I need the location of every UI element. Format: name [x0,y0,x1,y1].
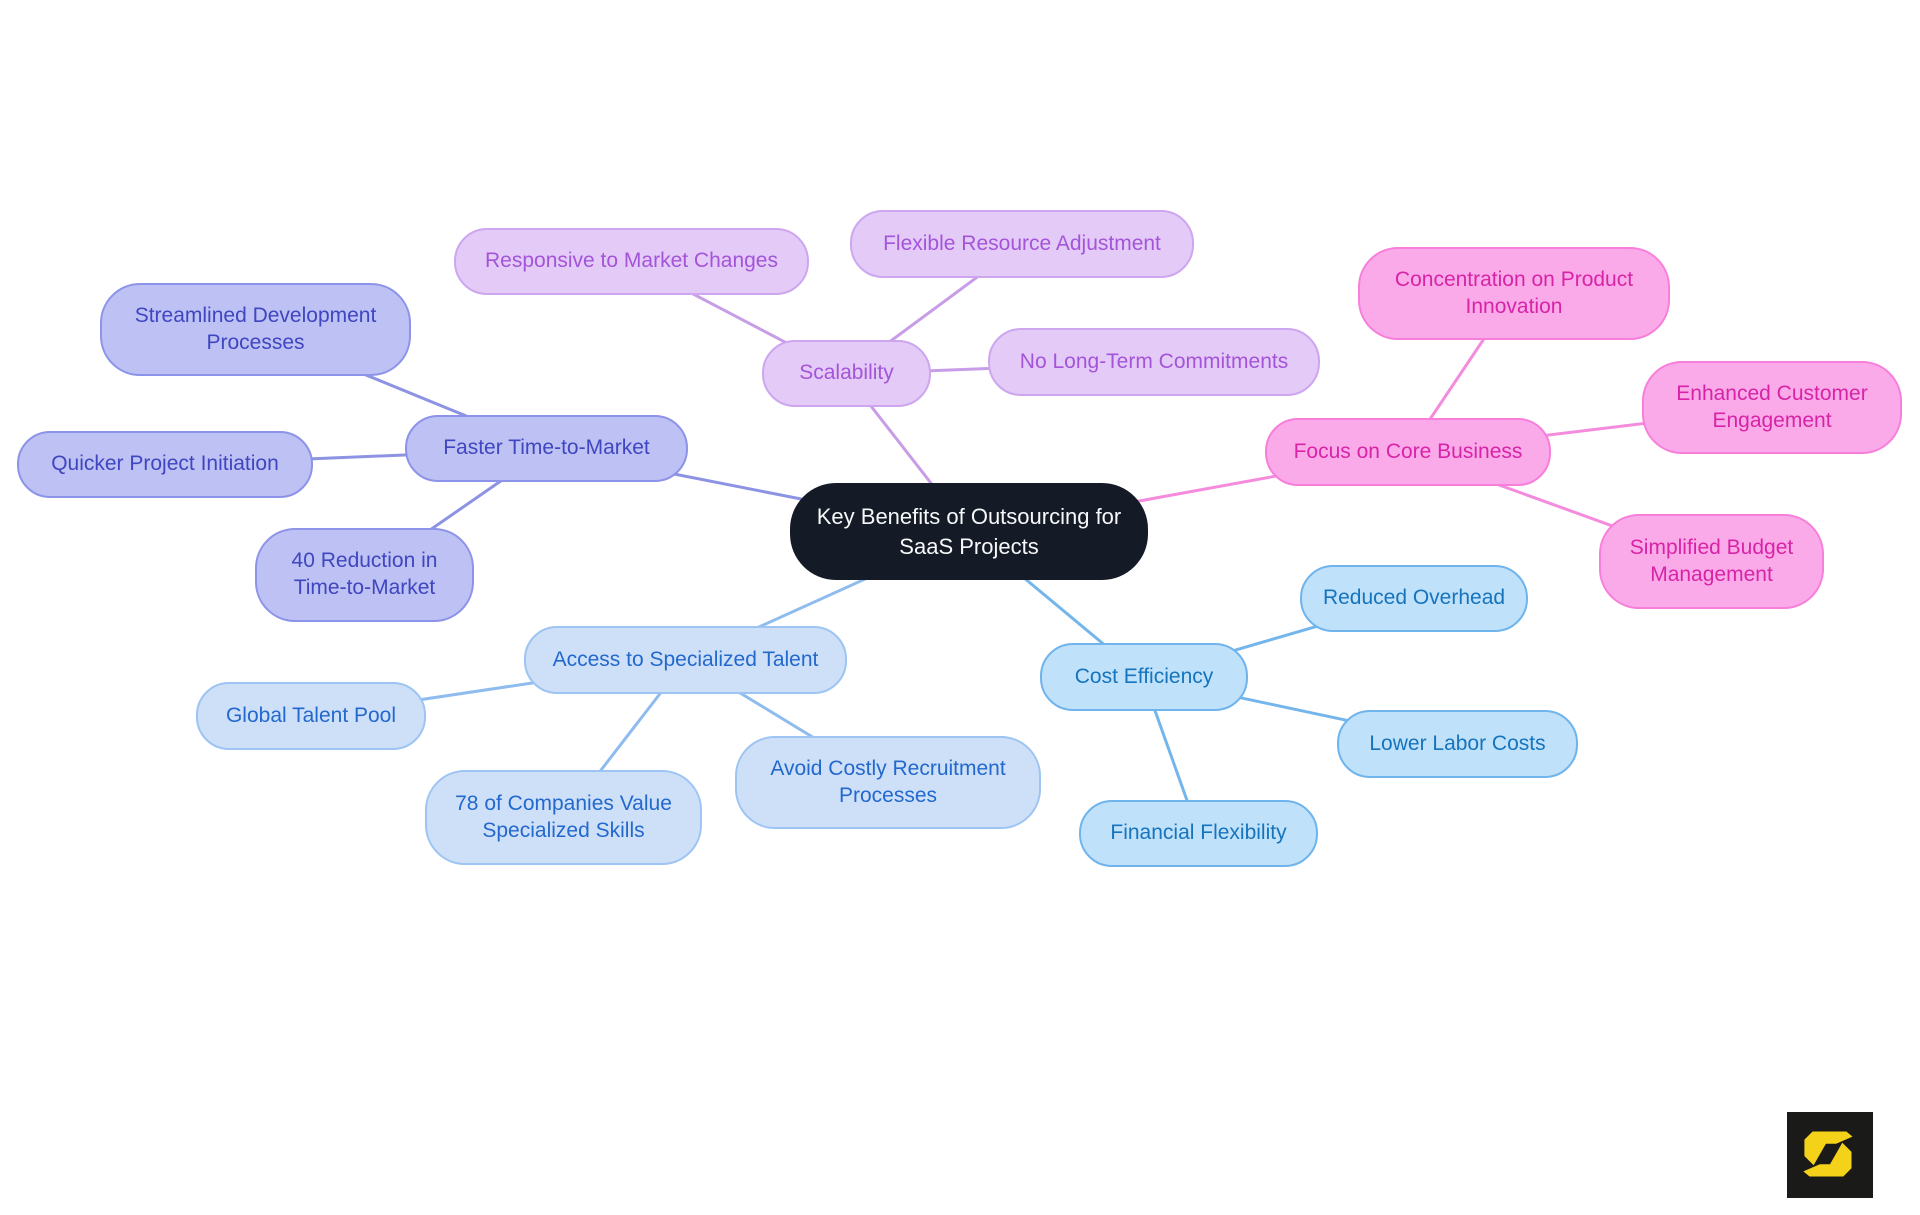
node-branch-cost-efficiency: Cost Efficiency [1040,643,1248,711]
node-leaf-enhanced-customer-engagement: Enhanced Customer Engagement [1642,361,1902,454]
node-leaf-quicker-project-initiation: Quicker Project Initiation [17,431,313,498]
node-leaf-global-talent-pool: Global Talent Pool [196,682,426,750]
node-leaf-flexible-resource-adjustment: Flexible Resource Adjustment [850,210,1194,278]
node-leaf-responsive-to-market-changes: Responsive to Market Changes [454,228,809,295]
node-leaf-40-reduction-time-to-market: 40 Reduction in Time-to-Market [255,528,474,622]
node-center-topic: Key Benefits of Outsourcing for SaaS Pro… [790,483,1148,580]
node-branch-scalability: Scalability [762,340,931,407]
node-branch-access-specialized-talent: Access to Specialized Talent [524,626,847,694]
node-leaf-concentration-product-innovation: Concentration on Product Innovation [1358,247,1670,340]
node-leaf-simplified-budget-management: Simplified Budget Management [1599,514,1824,609]
node-leaf-78-companies-value-skills: 78 of Companies Value Specialized Skills [425,770,702,865]
node-branch-focus-core-business: Focus on Core Business [1265,418,1551,486]
node-leaf-avoid-costly-recruitment: Avoid Costly Recruitment Processes [735,736,1041,829]
node-leaf-reduced-overhead: Reduced Overhead [1300,565,1528,632]
node-leaf-financial-flexibility: Financial Flexibility [1079,800,1318,867]
brand-logo [1787,1112,1873,1198]
node-leaf-lower-labor-costs: Lower Labor Costs [1337,710,1578,778]
node-branch-faster-time-to-market: Faster Time-to-Market [405,415,688,482]
logo-s-icon [1803,1131,1853,1177]
node-leaf-no-long-term-commitments: No Long-Term Commitments [988,328,1320,396]
node-leaf-streamlined-development-processes: Streamlined Development Processes [100,283,411,376]
